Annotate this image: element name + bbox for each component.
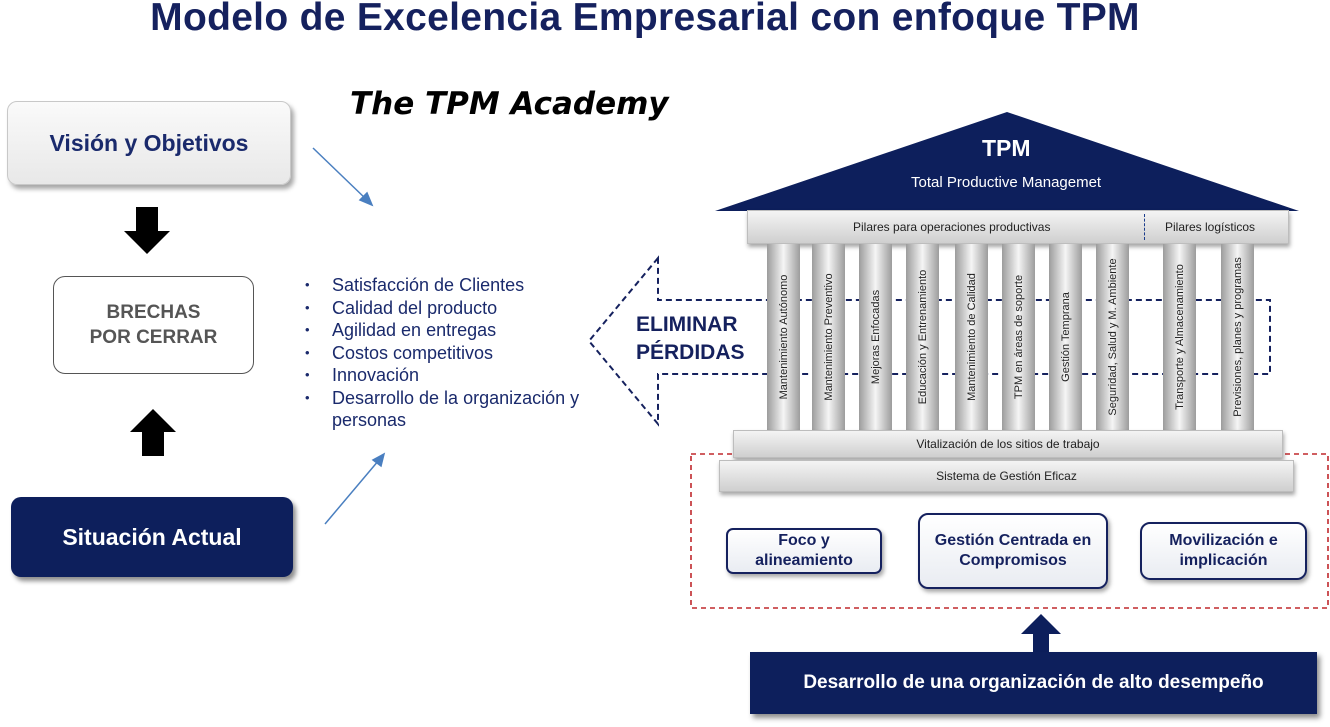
base-step-2-label: Sistema de Gestión Eficaz	[936, 469, 1077, 483]
pillar-label: Mejoras Enfocadas	[869, 289, 882, 385]
pillar-label: Educación y Entrenamiento	[916, 269, 929, 405]
movilizacion-label: Movilización e implicación	[1169, 532, 1278, 569]
list-item: Costos competitivos	[305, 342, 594, 365]
list-item: Calidad del producto	[305, 297, 594, 320]
bottom-banner-label: Desarrollo de una organización de alto d…	[803, 672, 1264, 693]
pillar: Educación y Entrenamiento	[906, 244, 939, 430]
pillar: Transporte y Almacenamiento	[1163, 244, 1196, 430]
temple-roof	[715, 112, 1299, 211]
pillar: TPM en áreas de soporte	[1002, 244, 1035, 430]
eliminar-line2: PÉRDIDAS	[636, 341, 745, 364]
situacion-actual-box: Situación Actual	[11, 497, 293, 577]
brechas-line1: BRECHAS	[106, 302, 201, 323]
down-arrow-icon	[124, 207, 170, 254]
list-item: Satisfacción de Clientes	[305, 274, 594, 297]
brechas-box: BRECHAS POR CERRAR	[53, 276, 254, 374]
list-item: Desarrollo de la organización y personas	[305, 387, 594, 432]
brechas-line2: POR CERRAR	[89, 327, 218, 348]
pillar: Mejoras Enfocadas	[859, 244, 892, 430]
pillar: Seguridad, Salud y M. Ambiente	[1096, 244, 1129, 430]
pillar: Mantenimiento Preventivo	[812, 244, 845, 430]
pillar-label: Seguridad, Salud y M. Ambiente	[1106, 258, 1119, 416]
gestion-compromisos-label: Gestión Centrada en Compromisos	[934, 532, 1092, 569]
list-item: Innovación	[305, 364, 594, 387]
banner-up-arrow-icon	[1021, 614, 1061, 652]
pillar-label: Gestión Temprana	[1059, 292, 1072, 382]
up-arrow-icon	[130, 409, 176, 456]
base-step-2: Sistema de Gestión Eficaz	[719, 460, 1294, 492]
pillar-label: Transporte y Almacenamiento	[1173, 264, 1186, 410]
arrow-vision-to-list	[312, 147, 374, 207]
base-step-1: Vitalización de los sitios de trabajo	[733, 430, 1283, 458]
academy-logo-text: The TPM Academy	[350, 86, 669, 122]
base-step-1-label: Vitalización de los sitios de trabajo	[916, 437, 1100, 451]
pillar-label: TPM en áreas de soporte	[1012, 274, 1025, 400]
foco-alineamiento-label: Foco y alineamiento	[755, 532, 853, 569]
pillar-label: Mantenimiento Autónomo	[777, 274, 790, 400]
situacion-actual-label: Situación Actual	[62, 523, 242, 550]
foco-alineamiento-box: Foco y alineamiento	[726, 528, 882, 574]
pillar-label: Mantenimiento Preventivo	[822, 273, 835, 401]
beam-divider	[1144, 214, 1145, 240]
pillars-beam: Pilares para operaciones productivas Pil…	[747, 210, 1289, 244]
bottom-banner: Desarrollo de una organización de alto d…	[750, 652, 1317, 714]
eliminar-perdidas-label: ELIMINAR PÉRDIDAS	[636, 311, 745, 367]
objectives-list: Satisfacción de Clientes Calidad del pro…	[305, 274, 594, 432]
pillar-label: Mantenimiento de Calidad	[965, 273, 978, 401]
arrow-situacion-to-list	[324, 452, 386, 525]
vision-objetivos-box: Visión y Objetivos	[7, 101, 291, 185]
movilizacion-box: Movilización e implicación	[1140, 522, 1307, 580]
pillar: Mantenimiento de Calidad	[955, 244, 988, 430]
gestion-compromisos-box: Gestión Centrada en Compromisos	[918, 513, 1108, 589]
list-item: Agilidad en entregas	[305, 319, 594, 342]
pillar: Mantenimiento Autónomo	[767, 244, 800, 430]
pillar-label: Previsiones, planes y programas	[1231, 257, 1244, 417]
pillar: Previsiones, planes y programas	[1221, 244, 1254, 430]
tpm-title: TPM	[982, 135, 1031, 161]
tpm-subtitle: Total Productive Managemet	[911, 174, 1102, 191]
pillar: Gestión Temprana	[1049, 244, 1082, 430]
eliminar-line1: ELIMINAR	[636, 313, 738, 336]
beam-left-label: Pilares para operaciones productivas	[853, 220, 1051, 234]
page-title: Modelo de Excelencia Empresarial con enf…	[150, 0, 1140, 39]
vision-objetivos-label: Visión y Objetivos	[49, 129, 249, 156]
beam-right-label: Pilares logísticos	[1165, 220, 1256, 234]
